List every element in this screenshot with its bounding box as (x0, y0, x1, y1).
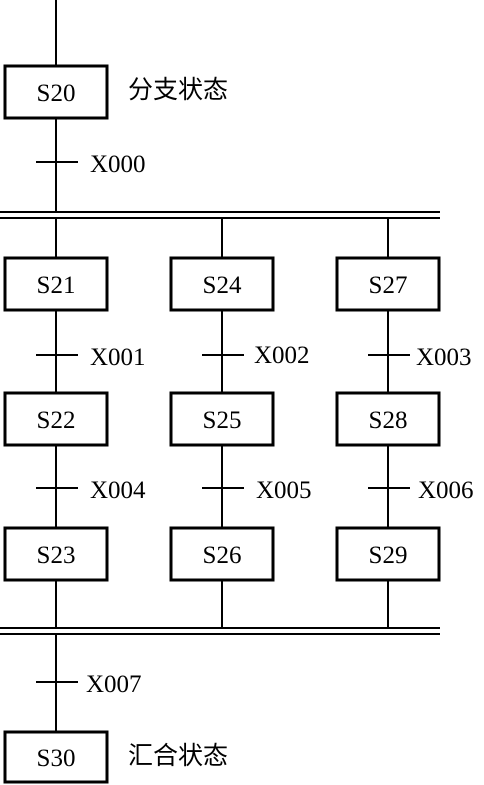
step-box-s25 (169, 391, 275, 447)
step-label-s30: S30 (37, 745, 76, 772)
step-box-s28 (335, 391, 441, 447)
step-label-s21: S21 (37, 272, 76, 299)
split-transition-label: X000 (90, 151, 146, 178)
step-label-s25: S25 (203, 407, 242, 434)
step-label-s20: S20 (37, 80, 76, 107)
step-box-s20 (3, 64, 109, 120)
merge-transition-label: X007 (86, 671, 142, 698)
transition-label-x002: X002 (254, 342, 310, 369)
step-label-s23: S23 (37, 542, 76, 569)
step-box-s22 (3, 391, 109, 447)
step-box-s29 (335, 526, 441, 582)
transition-label-x004: X004 (90, 477, 146, 504)
step-label-s22: S22 (37, 407, 76, 434)
step-label-s24: S24 (203, 272, 242, 299)
transition-label-x003: X003 (416, 344, 472, 371)
step-label-s27: S27 (369, 272, 408, 299)
step-label-s28: S28 (369, 407, 408, 434)
step-box-s27 (335, 256, 441, 312)
transition-label-x006: X006 (418, 477, 474, 504)
split-state-note: 分支状态 (128, 75, 228, 104)
step-box-s24 (169, 256, 275, 312)
merge-state-note: 汇合状态 (128, 741, 228, 770)
step-box-s30 (3, 730, 109, 784)
step-box-s26 (169, 526, 275, 582)
transition-label-x005: X005 (256, 477, 312, 504)
step-box-s23 (3, 526, 109, 582)
transition-label-x001: X001 (90, 344, 146, 371)
step-label-s29: S29 (369, 542, 408, 569)
step-box-s21 (3, 256, 109, 312)
step-label-s26: S26 (203, 542, 242, 569)
